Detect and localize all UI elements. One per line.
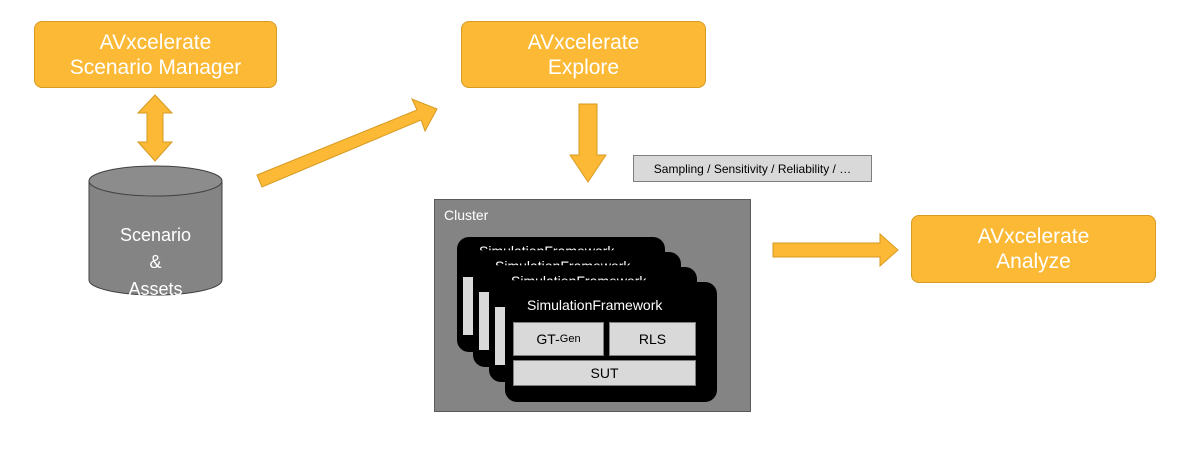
sut-label: SUT (590, 365, 619, 381)
scenario-manager-box[interactable]: AVxcelerate Scenario Manager (34, 21, 277, 88)
database-line3: Assets (128, 279, 183, 299)
scenario-manager-line1: AVxcelerate (99, 30, 212, 54)
frame-stub (479, 292, 489, 350)
gt-gen-sub: Gen (559, 333, 581, 345)
right-arrow (772, 232, 899, 268)
explore-line2: Explore (547, 55, 620, 79)
gt-gen-main: GT- (536, 331, 560, 347)
sut-box: SUT (513, 360, 696, 386)
database-icon (88, 165, 223, 296)
simulation-frame: SimulationFramework GT-Gen RLS SUT (505, 282, 717, 402)
cluster-label: Cluster (444, 207, 489, 223)
frame-title-back-3: SimulationFramework (511, 273, 647, 289)
database-line1: Scenario (119, 225, 192, 245)
rls-box: RLS (609, 322, 696, 356)
scenario-manager-line2: Scenario Manager (69, 55, 242, 79)
down-arrow (569, 103, 607, 183)
analyze-line2: Analyze (996, 250, 1071, 273)
frame-stub (495, 307, 505, 365)
frame-title-back-2: SimulationFramework (495, 258, 631, 274)
diagonal-arrow (256, 98, 438, 188)
explore-box[interactable]: AVxcelerate Explore (461, 21, 706, 88)
explore-line1: AVxcelerate (527, 30, 640, 54)
cluster-container: Cluster SimulationFramework SimulationFr… (434, 199, 751, 412)
double-arrow (136, 94, 174, 162)
frame-title-back-1: SimulationFramework (479, 243, 615, 259)
database-line2: & (149, 252, 162, 272)
analyze-box[interactable]: AVxcelerate Analyze (911, 215, 1156, 283)
analyze-line1: AVxcelerate (977, 225, 1090, 248)
frame-stub (463, 277, 473, 335)
database-label: Scenario & Assets (89, 222, 222, 303)
gt-gen-box: GT-Gen (513, 322, 604, 356)
sampling-label: Sampling / Sensitivity / Reliability / … (633, 155, 872, 182)
rls-label: RLS (638, 331, 667, 347)
simulation-framework-title: SimulationFramework (527, 297, 663, 313)
